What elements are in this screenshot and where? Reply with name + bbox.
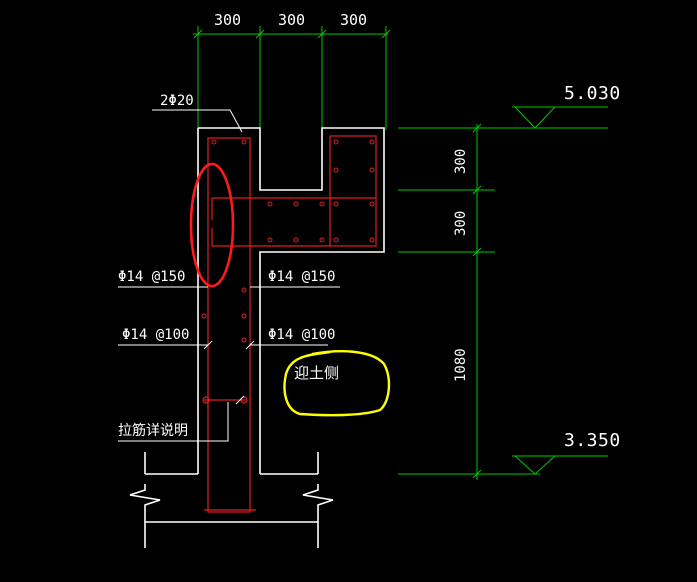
- label-tie-note: 拉筋详说明: [118, 423, 188, 439]
- elevation-top: 5.030: [564, 83, 621, 104]
- label-right-lower: Φ14 @100: [268, 327, 336, 343]
- label-soil-side: 迎土侧: [294, 364, 340, 382]
- dim-right-1: 300: [453, 148, 469, 174]
- label-right-upper: Φ14 @150: [268, 269, 336, 285]
- dim-top-1: 300: [214, 11, 242, 29]
- rebar: [202, 135, 377, 513]
- yellow-markup-loop: [283, 350, 391, 417]
- label-left-upper: Φ14 @150: [118, 269, 186, 285]
- dimension-lines: [193, 26, 608, 480]
- concrete-outline: [129, 127, 385, 548]
- red-markup-ellipse: [189, 162, 235, 288]
- label-left-lower: Φ14 @100: [122, 327, 190, 343]
- label-top-rebar: 2Φ20: [160, 93, 194, 109]
- dim-top-3: 300: [340, 11, 368, 29]
- leader-lines: [118, 109, 340, 442]
- dim-right-2: 300: [453, 210, 469, 236]
- elevation-bottom: 3.350: [564, 430, 621, 451]
- dim-top-2: 300: [278, 11, 306, 29]
- dim-right-3: 1080: [453, 348, 469, 382]
- rebar-dots: [201, 139, 375, 343]
